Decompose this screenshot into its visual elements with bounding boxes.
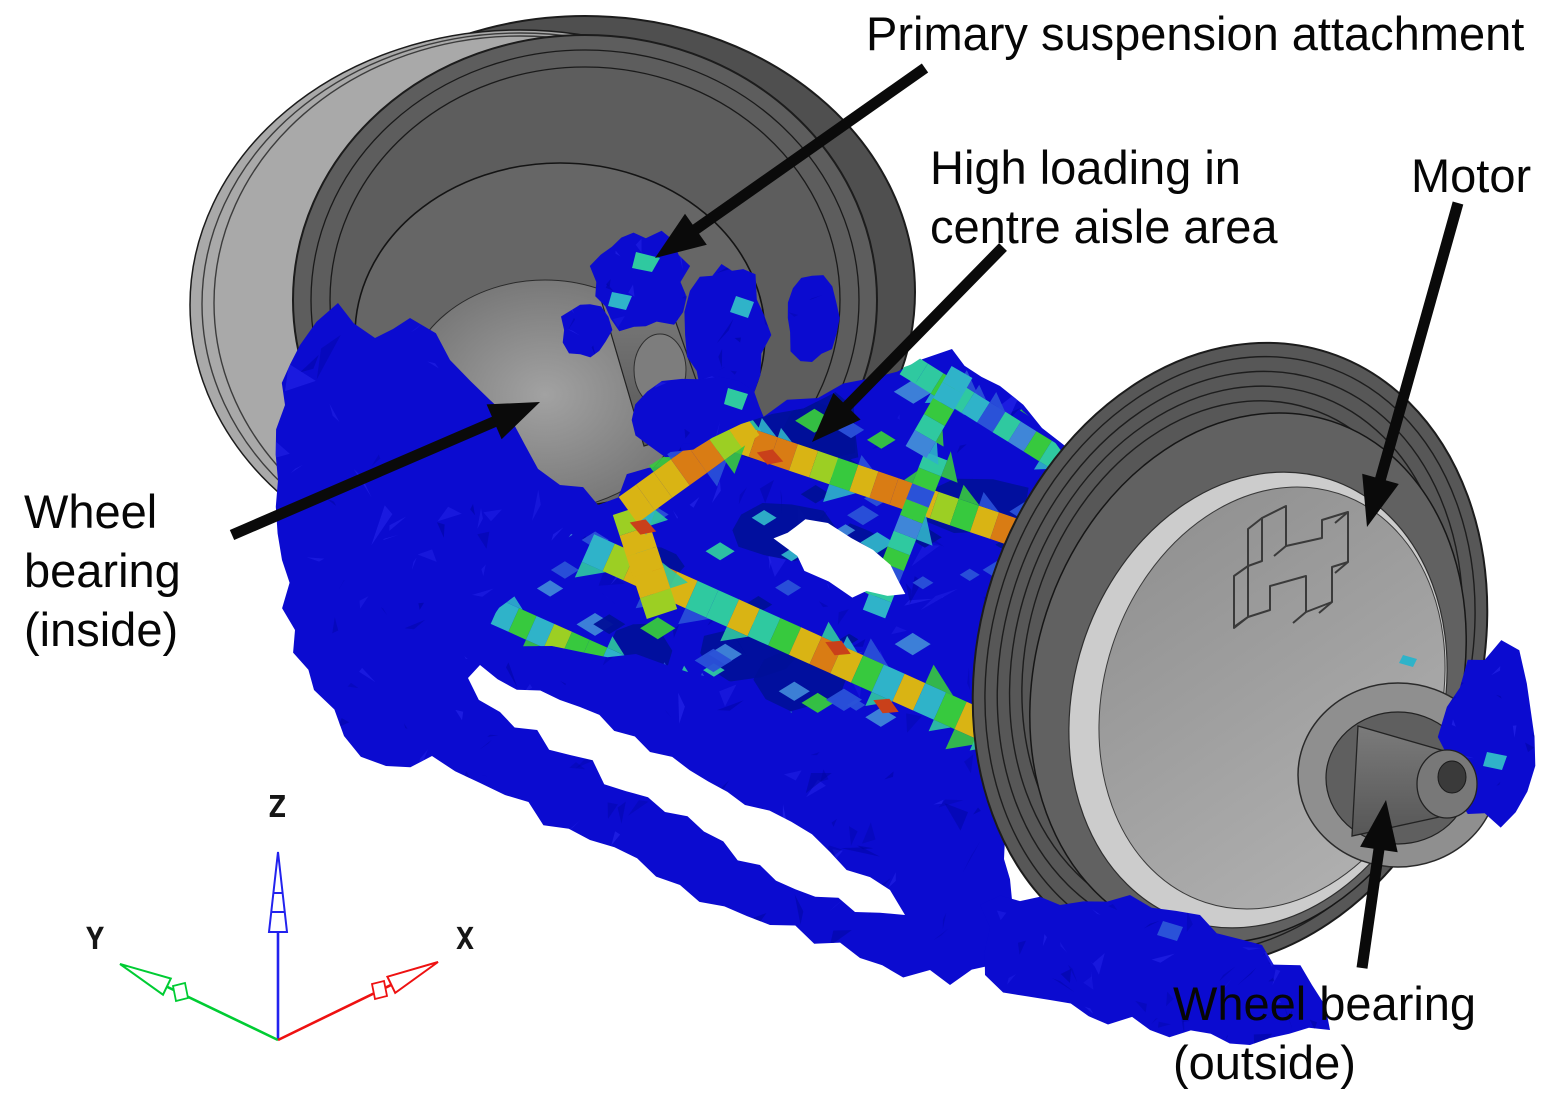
arrow-motor (1362, 201, 1464, 527)
label-text: High loading in (930, 141, 1241, 194)
label-text: Motor (1411, 149, 1532, 202)
label-text: (inside) (24, 603, 179, 657)
suspension-attachment-structure (561, 230, 840, 469)
label-wheel-bearing-outside: Wheel bearing (outside) (1173, 974, 1476, 1092)
arrow-primary-suspension (655, 63, 929, 258)
axis-label-y: Y (86, 922, 105, 957)
axis-label-x: X (456, 922, 475, 957)
annotation-arrows (229, 63, 1464, 969)
front-bottom-strut (980, 895, 1330, 1045)
frame-openings (468, 519, 906, 1004)
x-axis (277, 961, 439, 1042)
y-axis (119, 963, 279, 1042)
label-text: bearing (24, 544, 181, 598)
label-wheel-bearing-inside: Wheel bearing (inside) (24, 482, 181, 660)
label-high-loading: High loading in centre aisle area (930, 138, 1277, 256)
motor-wireframe-marker (1233, 505, 1349, 629)
axle-end-outside (1351, 725, 1478, 837)
axis-label-z: Z (268, 790, 287, 825)
coordinate-triad (119, 851, 439, 1042)
label-primary-suspension-attachment: Primary suspension attachment (866, 4, 1524, 63)
label-motor: Motor (1411, 146, 1531, 205)
label-text: Primary suspension attachment (866, 7, 1525, 60)
label-text: Wheel (24, 485, 158, 538)
label-text: centre aisle area (930, 200, 1278, 254)
label-text: Wheel bearing (1173, 977, 1477, 1030)
z-axis (267, 851, 289, 1040)
arrow-high-loading (812, 243, 1007, 442)
arrow-wheel-bearing-inside (229, 402, 540, 541)
label-text: (outside) (1173, 1036, 1356, 1090)
arrow-wheel-bearing-outside (1356, 800, 1398, 969)
